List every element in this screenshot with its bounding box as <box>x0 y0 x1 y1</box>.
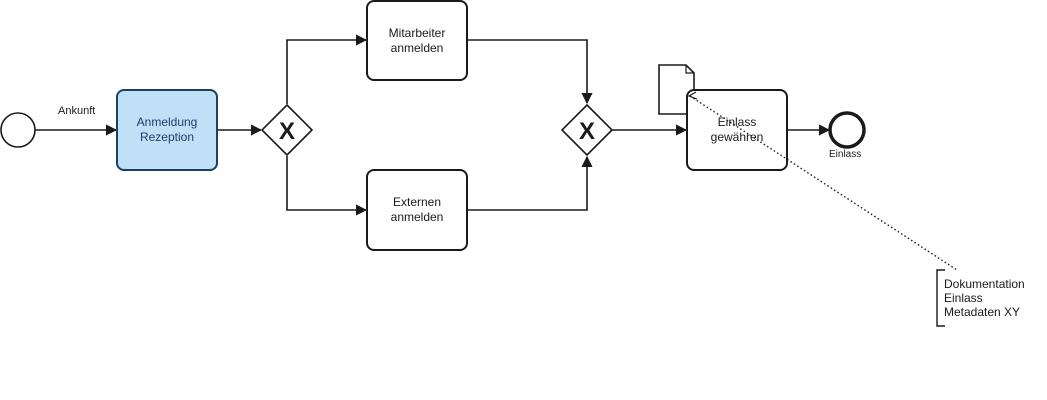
task-label-line-1: Anmeldung <box>136 115 198 129</box>
flow-externen-to-join[interactable] <box>467 155 593 211</box>
end-event[interactable] <box>828 111 866 149</box>
task-label-line-2: gewähren <box>710 130 764 144</box>
annotation-line-1: Dokumentation <box>944 277 1025 291</box>
end-event-label: Einlass <box>829 149 862 160</box>
task-label-line-2: anmelden <box>390 210 444 224</box>
flow-gateway-to-mitarbeiter[interactable] <box>286 34 368 104</box>
gateway-x-icon: X <box>579 118 595 145</box>
task-label-line-2: Rezeption <box>139 130 195 144</box>
task-anmeldung-rezeption[interactable]: Anmeldung Rezeption <box>116 89 218 171</box>
text-annotation[interactable]: Dokumentation Einlass Metadaten XY <box>944 277 1025 319</box>
task-externen-anmelden[interactable]: Externen anmelden <box>366 169 468 251</box>
flow-mitarbeiter-to-join[interactable] <box>467 39 593 105</box>
task-label-line-2: anmelden <box>390 40 444 55</box>
task-label-line-1: Einlass <box>717 115 757 129</box>
task-label-line-1: Mitarbeiter <box>388 25 446 40</box>
association-dotted-line[interactable] <box>689 95 958 271</box>
annotation-line-2: Einlass <box>944 291 983 305</box>
exclusive-gateway-split[interactable]: X <box>260 103 314 157</box>
start-event-label: Ankunft <box>58 105 96 117</box>
annotation-line-3: Metadaten XY <box>944 305 1021 319</box>
task-mitarbeiter-anmelden[interactable]: Mitarbeiter anmelden <box>366 0 468 81</box>
task-einlass-gewaehren[interactable]: Einlass gewähren <box>686 89 788 171</box>
association-arrow-head <box>687 91 698 100</box>
exclusive-gateway-join[interactable]: X <box>560 103 614 157</box>
gateway-x-icon: X <box>279 118 295 145</box>
flow-gateway-to-externen[interactable] <box>286 156 368 216</box>
annotation-bracket <box>936 269 945 327</box>
task-label-line-1: Externen <box>392 195 442 209</box>
